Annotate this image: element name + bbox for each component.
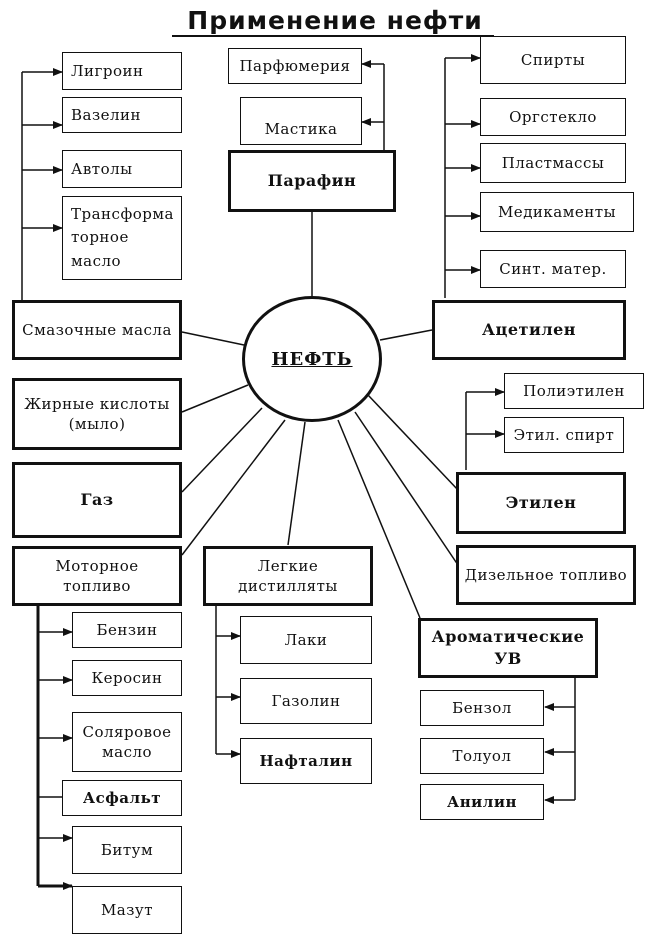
- spoke-gaz: [181, 407, 263, 493]
- spoke-smazochnye: [181, 331, 245, 346]
- spoke-dizelnoe: [354, 411, 459, 566]
- node-acetilen: Ацетилен: [432, 300, 626, 360]
- node-benzol: Бензол: [420, 690, 544, 726]
- node-avtoly: Автолы: [62, 150, 182, 188]
- spoke-motornoe: [181, 419, 286, 556]
- node-motornoe: Моторное топливо: [12, 546, 182, 606]
- page-title: Применение нефти: [187, 6, 483, 35]
- node-anilin: Анилин: [420, 784, 544, 820]
- node-zhirnye: Жирные кислоты (мыло): [12, 378, 182, 450]
- node-transformer: Трансформа торное масло: [62, 196, 182, 280]
- title-underline: [172, 35, 494, 37]
- node-spirty: Спирты: [480, 36, 626, 84]
- node-benzin: Бензин: [72, 612, 182, 648]
- node-aromaticheskie: Ароматические УВ: [418, 618, 598, 678]
- node-ligroin: Лигроин: [62, 52, 182, 90]
- node-plastmassy: Пластмассы: [480, 143, 626, 183]
- node-gaz: Газ: [12, 462, 182, 538]
- node-bitum: Битум: [72, 826, 182, 874]
- center-node-neft: НЕФТЬ: [242, 296, 382, 422]
- node-solyarovoe: Соляровое масло: [72, 712, 182, 772]
- node-sint: Синт. матер.: [480, 250, 626, 288]
- node-asfalt: Асфальт: [62, 780, 182, 816]
- node-toluol: Толуол: [420, 738, 544, 774]
- node-parfyumeriya: Парфюмерия: [228, 48, 362, 84]
- node-naftalin: Нафталин: [240, 738, 372, 784]
- spoke-zhirnye: [181, 384, 249, 413]
- node-vazelin: Вазелин: [62, 97, 182, 133]
- node-etilen: Этилен: [456, 472, 626, 534]
- node-parafin: Парафин: [228, 150, 396, 212]
- node-legkie: Легкие дистилляты: [203, 546, 373, 606]
- node-orgsteklo: Оргстекло: [480, 98, 626, 136]
- node-dizelnoe: Дизельное топливо: [456, 545, 636, 605]
- node-medikamenty: Медикаменты: [480, 192, 634, 232]
- spoke-etilen: [367, 394, 459, 491]
- node-polietilen: Полиэтилен: [504, 373, 644, 409]
- spoke-acetilen: [379, 329, 433, 341]
- node-mastika: Мастика: [240, 97, 362, 145]
- node-mazut: Мазут: [72, 886, 182, 934]
- node-smazochnye: Смазочные масла: [12, 300, 182, 360]
- node-gazolin: Газолин: [240, 678, 372, 724]
- node-laki: Лаки: [240, 616, 372, 664]
- spoke-aromaticheskie: [337, 419, 421, 619]
- node-etil-spirt: Этил. спирт: [504, 417, 624, 453]
- spoke-legkie: [287, 421, 306, 546]
- node-kerosin: Керосин: [72, 660, 182, 696]
